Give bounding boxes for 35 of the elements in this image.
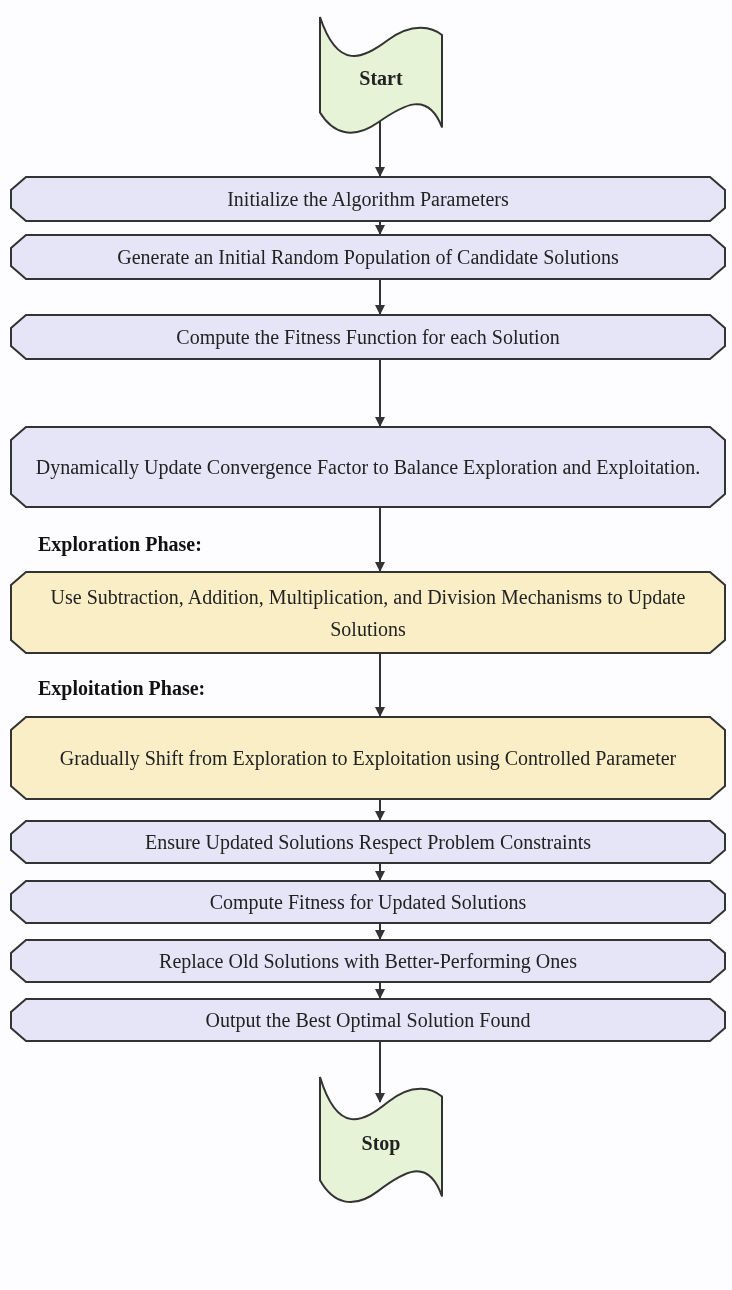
arrow [375, 923, 385, 940]
step-text: Generate an Initial Random Population of Candidate Solutions [117, 245, 619, 271]
arrow [375, 507, 385, 572]
terminal-label: Stop [361, 1130, 401, 1157]
step-text: Initialize the Algorithm Parameters [227, 187, 509, 213]
arrow [375, 279, 385, 315]
process-box [10, 571, 726, 654]
step-text: Gradually Shift from Exploration to Exploitation using Controlled Parameter [59, 746, 677, 772]
arrow [375, 120, 385, 177]
arrow [375, 799, 385, 821]
phase-heading: Exploitation Phase: [38, 677, 206, 700]
process-box [10, 716, 726, 800]
arrow [375, 982, 385, 999]
process-box [10, 234, 726, 280]
phase-heading: Exploration Phase: [38, 533, 202, 556]
process-box [10, 314, 726, 360]
step-text: Use Subtraction, Addition, Multiplication, and Division Mechanisms to Update Solutions [49, 584, 687, 642]
step-text: Output the Best Optimal Solution Found [205, 1008, 531, 1034]
process-box [10, 820, 726, 864]
step-text: Ensure Updated Solutions Respect Problem Constraints [144, 830, 592, 856]
arrow [375, 653, 385, 717]
step-text: Dynamically Update Convergence Factor to Balance Exploration and Exploitation. [35, 455, 701, 481]
arrow [375, 221, 385, 235]
step-text: Compute Fitness for Updated Solutions [209, 890, 527, 916]
process-box [10, 426, 726, 508]
process-box [10, 998, 726, 1042]
step-text: Replace Old Solutions with Better-Performing Ones [159, 949, 577, 975]
step-text: Compute the Fitness Function for each Solution [176, 325, 560, 351]
arrow [375, 359, 385, 427]
process-box [10, 939, 726, 983]
terminal-label: Start [359, 65, 403, 91]
process-box [10, 176, 726, 222]
arrow [375, 863, 385, 881]
arrow [375, 1041, 385, 1103]
process-box [10, 880, 726, 924]
